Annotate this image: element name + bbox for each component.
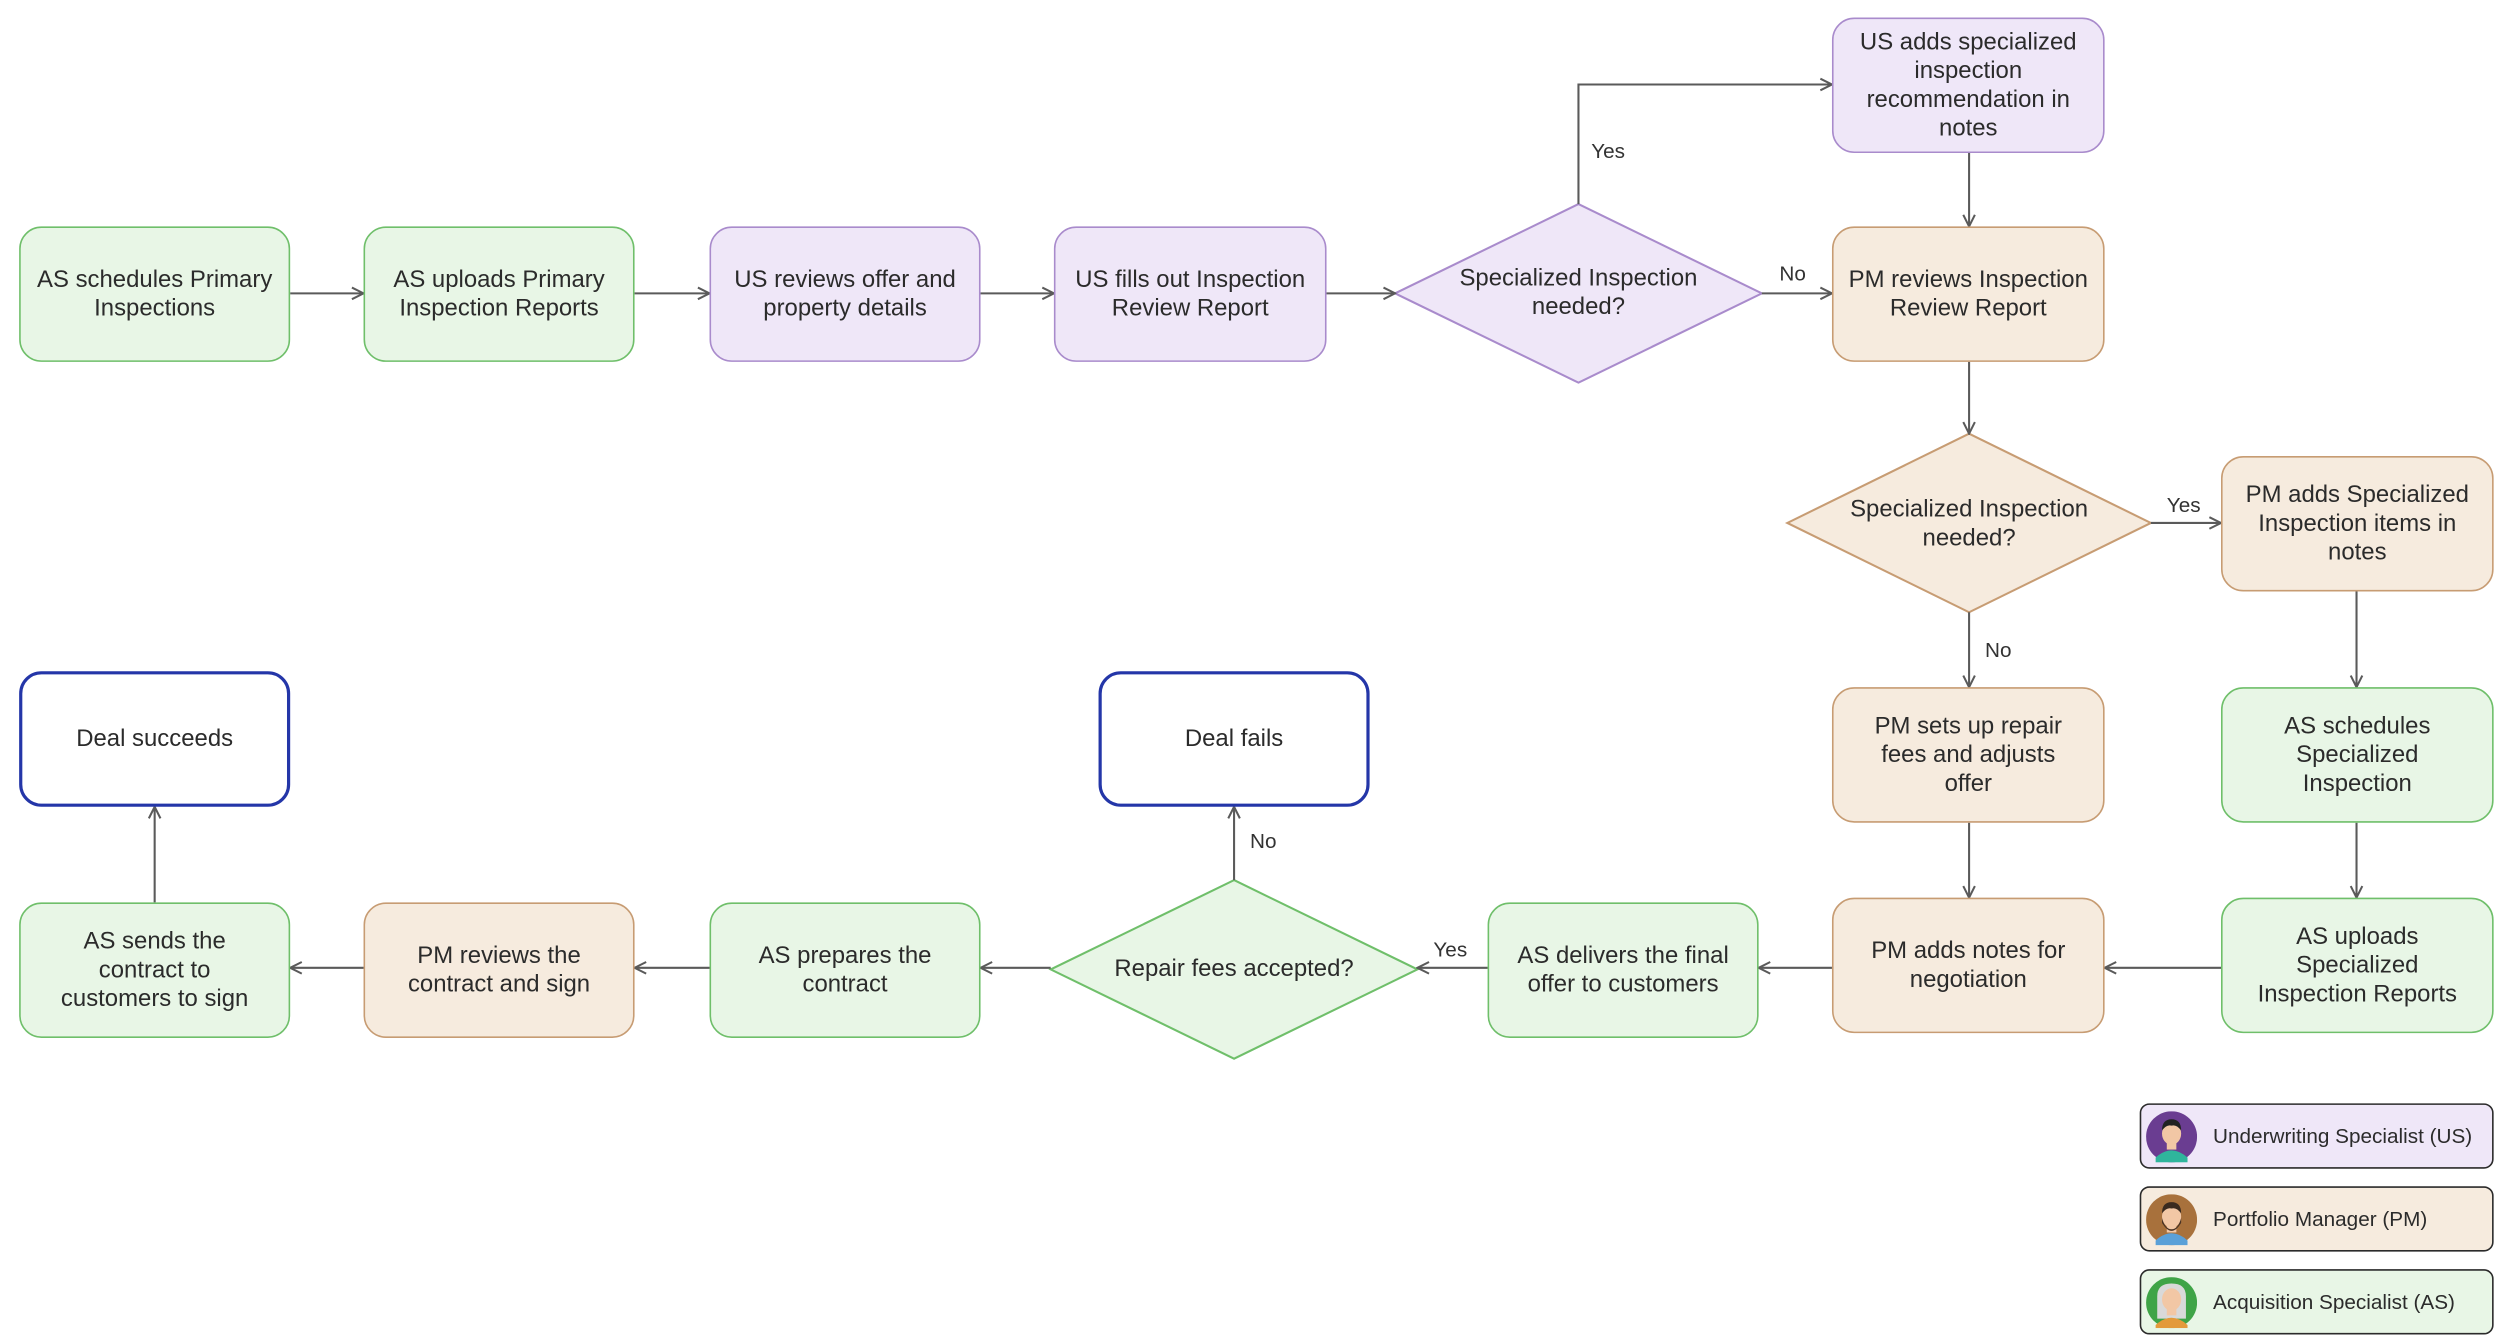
- edge-label-us-no: No: [1779, 261, 1806, 286]
- node-as-prepares-contract[interactable]: AS prepares the contract: [709, 902, 981, 1038]
- node-us-adds-recommendation[interactable]: US adds specialized inspection recommend…: [1831, 17, 2105, 154]
- pm-decision-diamond: [1784, 432, 2154, 614]
- underwriting-specialist-avatar-icon: [2146, 1110, 2198, 1162]
- edge-label-repair-yes: Yes: [1433, 937, 1468, 962]
- us-decision-diamond: [1392, 202, 1765, 384]
- legend-item-pm: Portfolio Manager (PM): [2139, 1186, 2494, 1252]
- node-as-uploads-specialized[interactable]: AS uploads Specialized Inspection Report…: [2220, 897, 2494, 1034]
- node-pm-reviews-contract[interactable]: PM reviews the contract and sign: [363, 902, 635, 1038]
- node-pm-adds-notes[interactable]: PM adds notes for negotiation: [1831, 897, 2105, 1034]
- acquisition-specialist-avatar-icon: [2146, 1276, 2198, 1328]
- legend-label-as: Acquisition Specialist (AS): [2213, 1289, 2455, 1314]
- node-as-uploads-primary[interactable]: AS uploads Primary Inspection Reports: [363, 226, 635, 362]
- legend-item-as: Acquisition Specialist (AS): [2139, 1269, 2494, 1335]
- edge-label-pm-yes: Yes: [2166, 492, 2201, 517]
- node-as-delivers-offer[interactable]: AS delivers the final offer to customers: [1487, 902, 1759, 1038]
- portfolio-manager-avatar-icon: [2146, 1193, 2198, 1245]
- node-as-schedules-specialized[interactable]: AS schedules Specialized Inspection: [2220, 687, 2494, 823]
- legend-label-us: Underwriting Specialist (US): [2213, 1124, 2473, 1148]
- legend-item-us: Underwriting Specialist (US): [2139, 1103, 2494, 1169]
- node-pm-adds-items[interactable]: PM adds Specialized Inspection items in …: [2220, 455, 2494, 592]
- legend-label-pm: Portfolio Manager (PM): [2213, 1206, 2428, 1231]
- repair-decision-diamond: [1048, 878, 1420, 1060]
- node-us-fills-report[interactable]: US fills out Inspection Review Report: [1053, 226, 1327, 362]
- node-deal-succeeds[interactable]: Deal succeeds: [19, 671, 291, 807]
- arrow-us-decision-yes: [1577, 85, 1832, 205]
- node-pm-reviews-report[interactable]: PM reviews Inspection Review Report: [1831, 226, 2105, 362]
- node-us-reviews-offer[interactable]: US reviews offer and property details: [709, 226, 981, 362]
- edge-label-repair-no: No: [1250, 829, 1277, 854]
- node-pm-sets-fees[interactable]: PM sets up repair fees and adjusts offer: [1831, 687, 2105, 823]
- node-as-sends-contract[interactable]: AS sends the contract to customers to si…: [19, 902, 291, 1038]
- node-as-schedules-primary[interactable]: AS schedules Primary Inspections: [19, 226, 291, 362]
- edge-label-us-yes: Yes: [1591, 138, 1626, 163]
- edge-label-pm-no: No: [1985, 637, 2012, 662]
- node-deal-fails[interactable]: Deal fails: [1098, 671, 1370, 807]
